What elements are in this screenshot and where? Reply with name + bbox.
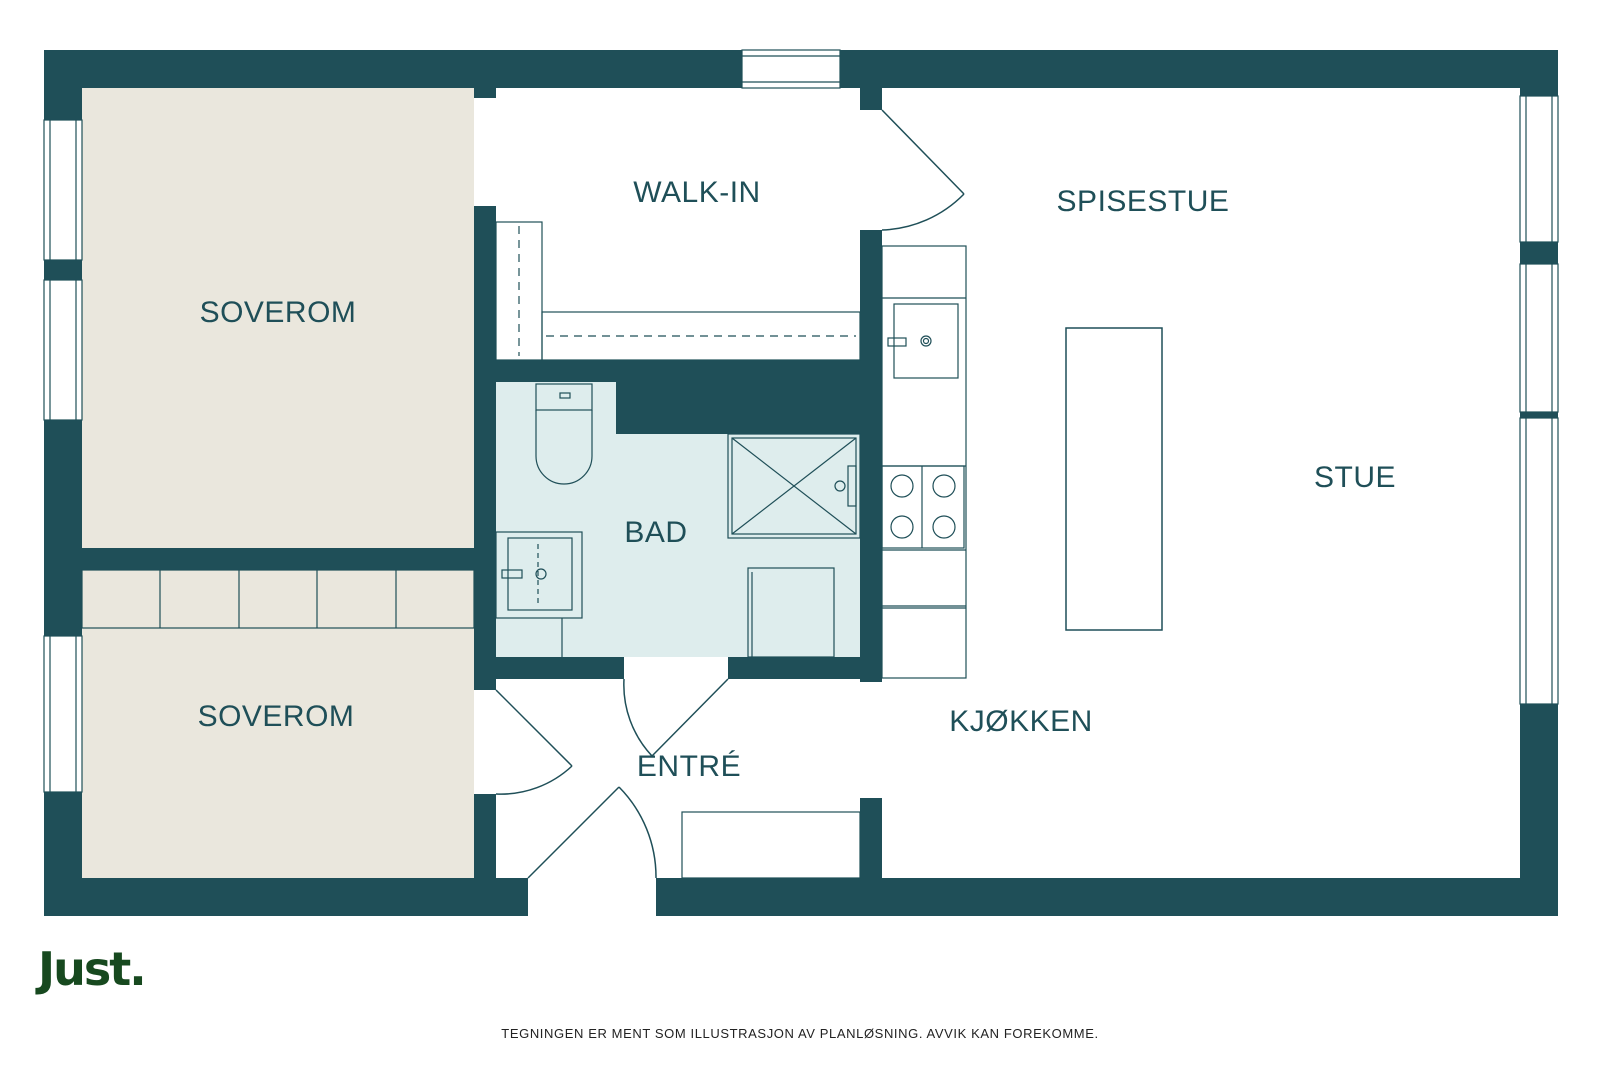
room-label-entrance: ENTRÉ	[637, 750, 741, 783]
disclaimer-text: TEGNINGEN ER MENT SOM ILLUSTRASJON AV PL…	[501, 1026, 1099, 1041]
doors	[495, 109, 965, 879]
kitchen-island	[1065, 327, 1163, 631]
wardrobe	[81, 569, 475, 629]
kitchen-counter	[881, 245, 967, 679]
kitchen-sink	[893, 303, 959, 379]
room-label-dining: SPISESTUE	[1057, 185, 1230, 218]
room-label-bedroom-1: SOVEROM	[200, 296, 357, 329]
bedroom-1-floor	[82, 88, 474, 548]
washing-machine	[747, 567, 835, 658]
room-label-bedroom-2: SOVEROM	[198, 700, 355, 733]
room-label-walk-in: WALK-IN	[633, 176, 760, 209]
toilet-tank	[535, 383, 593, 411]
room-label-bathroom: BAD	[624, 516, 687, 549]
entrance-cabinet	[681, 811, 861, 879]
bathroom-sink	[495, 531, 583, 619]
room-label-living: STUE	[1314, 461, 1396, 494]
room-label-kitchen: KJØKKEN	[949, 705, 1093, 738]
interior-walls	[82, 88, 882, 878]
brand-logo: Just.	[38, 942, 147, 996]
shower	[727, 433, 861, 539]
cooktop	[881, 465, 965, 549]
walk-in-shelving	[495, 221, 861, 361]
bedroom-2-floor	[82, 570, 474, 878]
wall-openings	[474, 98, 882, 916]
toilet-bowl	[535, 410, 593, 485]
bathroom-fixtures	[495, 383, 861, 658]
windows	[43, 49, 1559, 793]
